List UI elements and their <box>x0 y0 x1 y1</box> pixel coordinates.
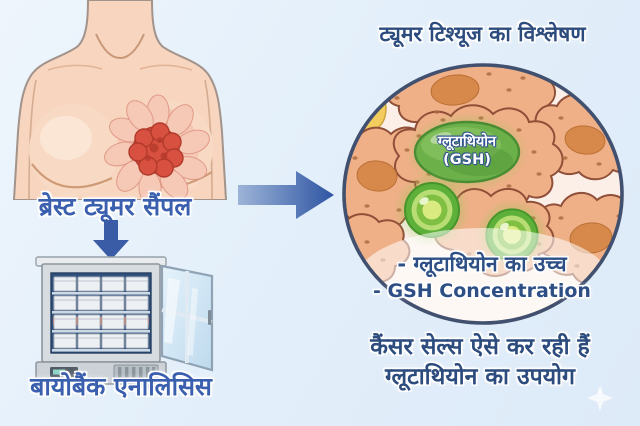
arm-line-right <box>204 79 213 200</box>
sample-label: ब्रेस्ट ट्यूमर सैंपल <box>38 192 192 221</box>
door-handle <box>208 310 212 325</box>
gsh-blob <box>405 112 529 192</box>
down-arrow-icon <box>93 220 129 260</box>
circle-note-line1: - ग्लूटाथियोन का उच्च <box>397 252 567 276</box>
breast-left <box>29 104 119 196</box>
caption-line1: कैंसर सेल्स ऐसे कर रही हैं <box>370 334 590 360</box>
analysis-title: ट्यूमर टिश्यूज का विश्लेषण <box>379 22 586 46</box>
arm-line-left <box>28 79 37 200</box>
freezer-door <box>160 264 214 372</box>
cell-nuclei <box>356 74 613 254</box>
caption-line2: ग्लूटाथियोन का उपयोग <box>385 364 575 390</box>
gsh-blob-label-line1: ग्लूटाथियोन <box>437 134 497 150</box>
vent-grille <box>113 364 159 382</box>
freezer-base <box>35 361 167 389</box>
collarbone-right <box>139 64 193 71</box>
right-arrow-icon <box>238 171 334 219</box>
collarbone-left <box>47 64 103 71</box>
gsh-blob-label-line2: (GSH) <box>443 152 491 169</box>
microscope-view <box>342 63 624 325</box>
sparkle-icon <box>587 385 613 411</box>
freezer-interior <box>50 272 152 354</box>
circle-note-line2: - GSH Concentration <box>373 280 591 302</box>
gsh-sphere-1 <box>394 172 470 248</box>
circle-border <box>342 63 624 325</box>
breast-tumor <box>104 94 210 200</box>
biobank-label: बायोबैंक एनालिसिस <box>30 372 212 401</box>
freezer-illustration <box>35 256 214 389</box>
gsh-blob-label: ग्लूटाथियोन (GSH) <box>397 133 537 169</box>
neck-notch-line <box>95 33 145 60</box>
torso-illustration <box>12 0 228 200</box>
